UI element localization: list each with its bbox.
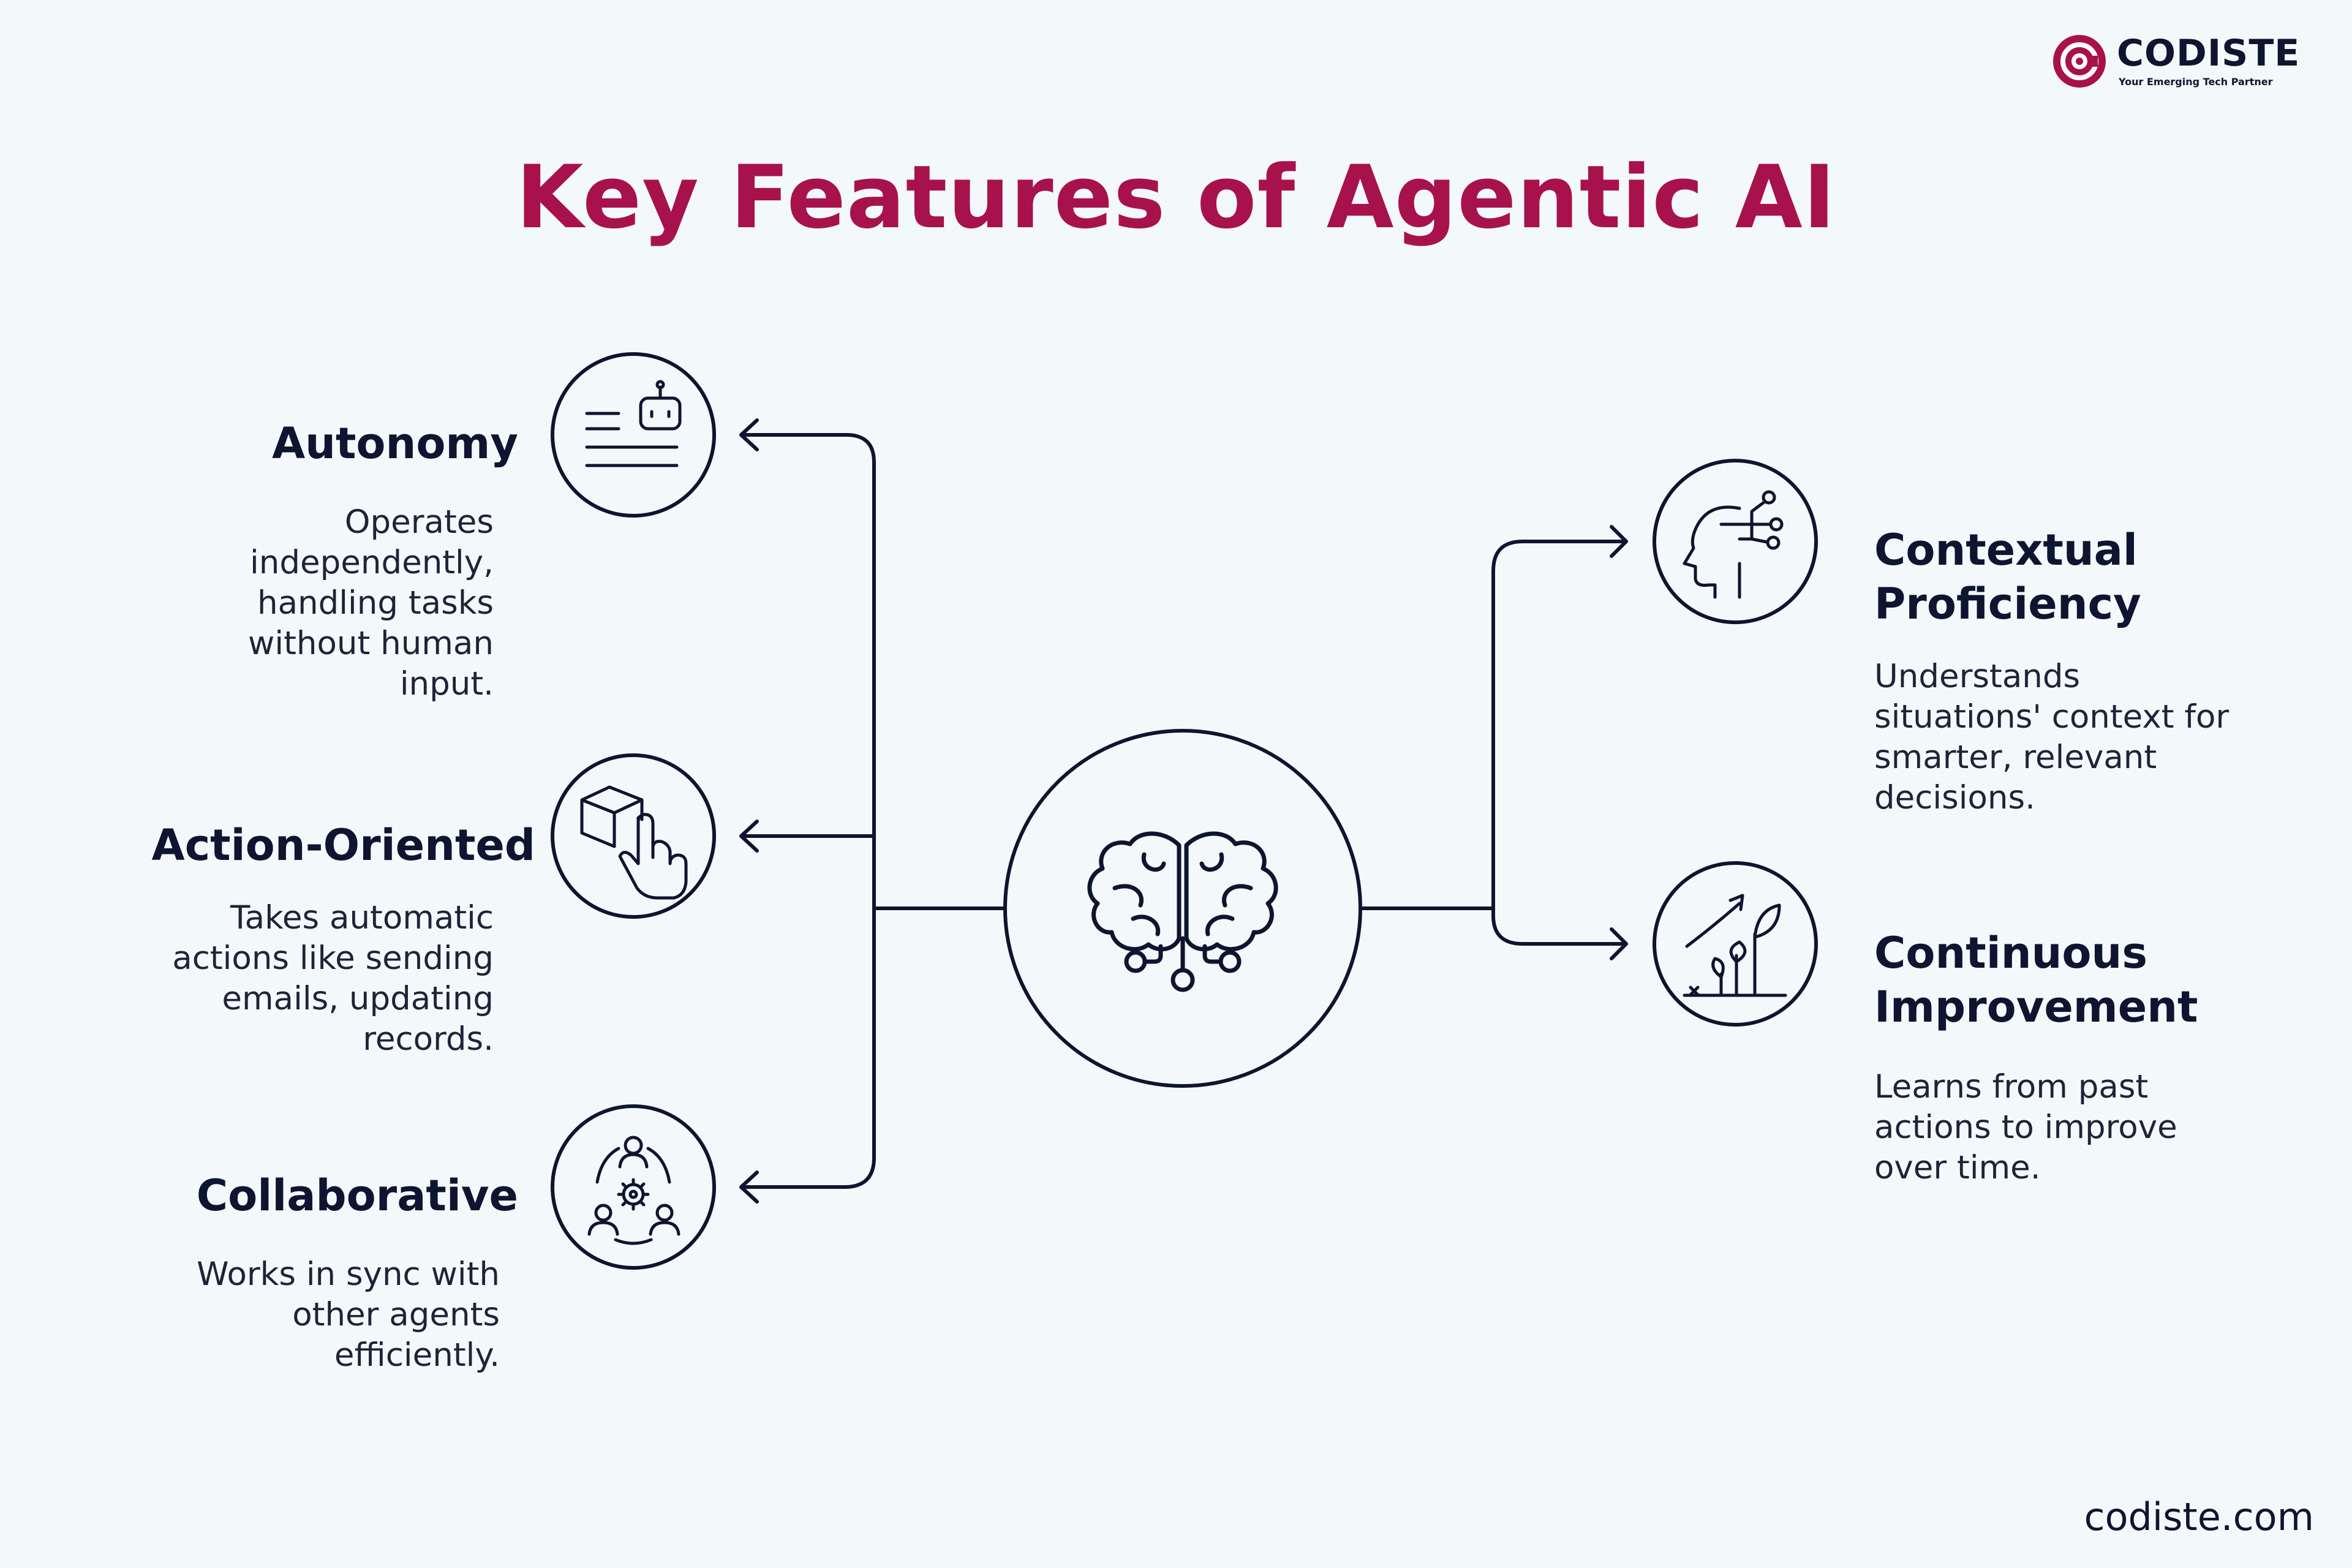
feature-heading-continuous-line1: Continuous xyxy=(1874,928,2148,978)
arrowhead-contextual xyxy=(1610,525,1628,558)
feature-heading-continuous-improvement: Continuous Improvement xyxy=(1874,926,2198,1034)
growth-plant-icon xyxy=(1683,894,1787,997)
connector-left-trunk xyxy=(739,461,1006,1189)
autonomy-node xyxy=(551,352,716,518)
feature-description-collaborative: Works in sync with other agents efficien… xyxy=(197,1256,500,1374)
collaborative-node xyxy=(551,1104,716,1270)
feature-heading-contextual-line2: Proficiency xyxy=(1874,579,2141,629)
feature-heading-autonomy: Autonomy xyxy=(271,418,518,469)
feature-heading-continuous-line2: Improvement xyxy=(1874,982,2198,1032)
feature-description-autonomy: Operates independently, handling tasks w… xyxy=(248,503,494,703)
hand-tap-box-icon xyxy=(580,785,688,900)
connector-autonomy xyxy=(739,433,876,464)
connector-contextual xyxy=(1491,540,1628,573)
feature-description-action-oriented: Takes automatic actions like sending ema… xyxy=(172,899,494,1058)
robot-document-icon xyxy=(585,380,682,467)
connector-right-trunk xyxy=(1359,569,1495,918)
arrowhead-collaborative xyxy=(739,1170,759,1204)
brand-logo: CODISTE Your Emerging Tech Partner xyxy=(2052,31,2321,98)
brain-circuit-icon xyxy=(1087,831,1278,992)
feature-description-contextual-proficiency: Understands situations' context for smar… xyxy=(1874,658,2230,816)
feature-description-continuous-improvement: Learns from past actions to improve over… xyxy=(1874,1068,2177,1186)
team-gear-icon xyxy=(587,1136,680,1245)
brand-name: CODISTE xyxy=(2117,32,2301,75)
codiste-logo-icon xyxy=(2053,35,2106,88)
action-oriented-node xyxy=(551,753,716,919)
arrowhead-continuous xyxy=(1610,927,1628,960)
page-title: Key Features of Agentic AI xyxy=(516,147,1836,248)
arrowhead-action xyxy=(739,820,759,853)
website-link[interactable]: codiste.com xyxy=(2084,1494,2314,1539)
feature-heading-contextual-proficiency: Contextual Proficiency xyxy=(1874,523,2141,631)
head-circuit-icon xyxy=(1683,490,1784,599)
feature-heading-action-oriented: Action-Oriented xyxy=(151,820,535,870)
continuous-node xyxy=(1653,861,1818,1027)
center-node xyxy=(1003,729,1362,1088)
arrowhead-autonomy xyxy=(739,418,759,451)
contextual-node xyxy=(1653,459,1818,624)
connector-continuous xyxy=(1491,914,1628,946)
feature-heading-contextual-line1: Contextual xyxy=(1874,525,2138,575)
feature-heading-collaborative: Collaborative xyxy=(196,1170,518,1221)
brand-tagline: Your Emerging Tech Partner xyxy=(2119,76,2273,88)
